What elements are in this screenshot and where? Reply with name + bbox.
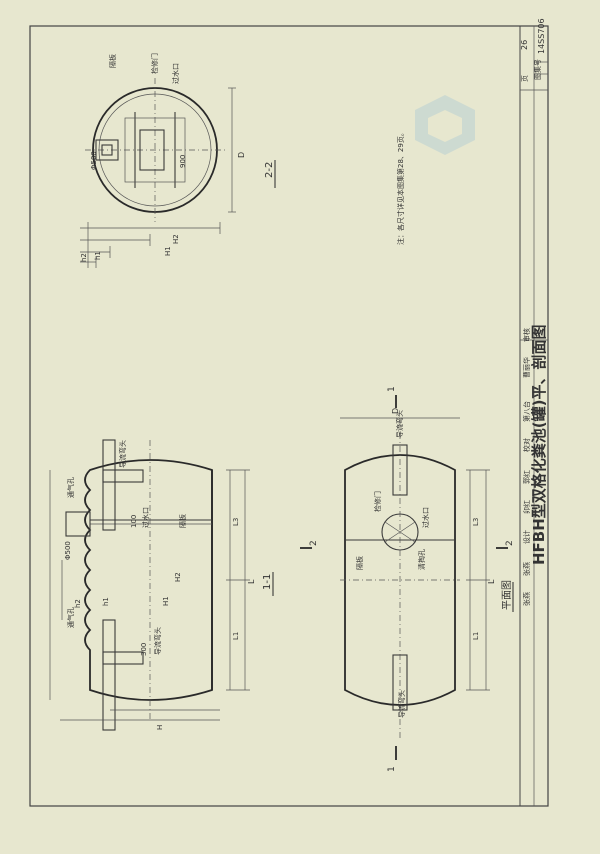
s22-D-label: D — [237, 152, 246, 158]
s11-L3-label: L3 — [232, 518, 240, 526]
sig-review-label: 审核 — [522, 328, 531, 342]
page-number: 26 — [520, 40, 529, 50]
sig-review-name: 曹丽华 — [522, 357, 531, 378]
sig-review-sign: 第八台 — [522, 401, 531, 422]
section-2-2: 隔板 检修门 过水口 Φ500 900 D h2 h1 H2 H1 2-2 — [80, 53, 276, 268]
plan-cut-1-bottom: 1 — [387, 766, 397, 772]
s11-h2-label: h2 — [74, 599, 82, 608]
s11-L1-label: L1 — [232, 632, 240, 640]
s11-H2-label: H2 — [174, 572, 182, 582]
title-block: 图集号 14SS706 页 26 HFBH型双格化粪池(罐)平、剖面图 审核 曹… — [519, 18, 549, 807]
s22-900-label: 900 — [179, 155, 187, 168]
section-1-1: 通气孔 通气孔 导流弯头 导流弯头 Φ500 100 过水口 隔板 300 H … — [49, 439, 274, 731]
atlas-label: 图集号 — [533, 59, 542, 80]
plan-view: 导流弯头 导流弯头 检修门 过水口 隔板 清掏孔 D L L1 L3 2 2 1… — [300, 386, 515, 772]
plan-overflow-label: 过水口 — [421, 507, 430, 528]
s11-H-label: H — [156, 725, 164, 730]
plan-cut-2-right: 2 — [505, 540, 515, 546]
s22-manhole-label: 检修门 — [150, 53, 159, 74]
s22-H2-label: H2 — [172, 234, 180, 244]
plan-cut-1-top: 1 — [387, 386, 397, 392]
s11-L-label: L — [247, 579, 256, 584]
s11-section-label: 1-1 — [262, 574, 273, 590]
s11-inlet-top-label: 导流弯头 — [118, 440, 127, 468]
s11-overflow-label: 过水口 — [141, 507, 150, 528]
sig-design-label: 设计 — [522, 530, 531, 544]
plan-inlet-bottom-label: 导流弯头 — [397, 690, 406, 718]
plan-D-label: D — [391, 408, 400, 414]
s22-section-label: 2-2 — [264, 162, 275, 178]
s11-h1-label: h1 — [102, 597, 110, 606]
s11-300-label: 300 — [140, 643, 148, 656]
s11-vent-bottom-label: 通气孔 — [66, 607, 75, 628]
signature-row: 审核 曹丽华 第八台 校对 郭红 卯红 设计 张燕 张燕 — [522, 328, 531, 606]
s22-h1-label: h1 — [94, 251, 102, 260]
s11-d500-label: Φ500 — [64, 541, 72, 560]
plan-L1-label: L1 — [472, 632, 480, 640]
plan-view-label: 平面图 — [501, 580, 513, 610]
plan-L3-label: L3 — [472, 518, 480, 526]
s22-partition-label: 隔板 — [108, 54, 117, 68]
s11-H1-label: H1 — [162, 596, 170, 606]
drawing-title: HFBH型双格化粪池(罐)平、剖面图 — [530, 325, 548, 566]
plan-clean-hole-label: 清掏孔 — [417, 549, 426, 570]
sig-check-name: 郭红 — [522, 470, 531, 484]
sig-check-label: 校对 — [522, 438, 531, 452]
sig-design-name: 张燕 — [522, 562, 531, 576]
s11-100-label: 100 — [130, 515, 138, 528]
plan-L-label: L — [487, 579, 496, 584]
s11-inlet-bottom-label: 导流弯头 — [153, 627, 162, 655]
sig-check-sign: 卯红 — [522, 500, 531, 514]
s22-d500-label: Φ500 — [90, 151, 98, 170]
page-label: 页 — [521, 75, 529, 82]
s11-vent-top-label: 通气孔 — [66, 477, 75, 498]
note-text: 注：各尺寸详见本图集第28、29页。 — [396, 129, 405, 245]
s22-H1-label: H1 — [164, 246, 172, 256]
plan-manhole-label: 检修门 — [373, 491, 382, 512]
s11-partition-label: 隔板 — [178, 514, 187, 528]
s22-h2-label: h2 — [80, 253, 88, 262]
watermark-logo — [415, 95, 475, 155]
sig-design-sign: 张燕 — [522, 592, 531, 606]
plan-inlet-top-label: 导流弯头 — [395, 410, 404, 438]
plan-partition-label: 隔板 — [355, 556, 364, 570]
atlas-number: 14SS706 — [537, 18, 546, 54]
plan-cut-2-left: 2 — [309, 540, 319, 546]
s22-overflow-label: 过水口 — [171, 63, 180, 84]
